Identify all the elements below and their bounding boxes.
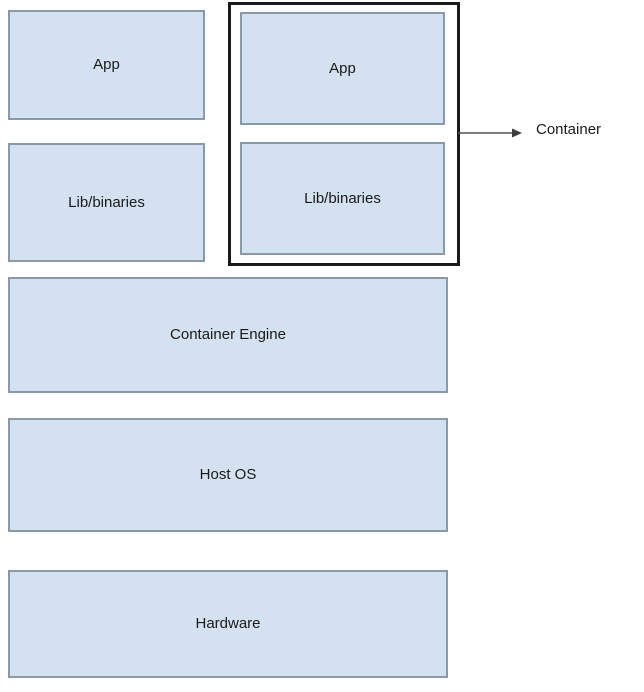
container-annotation-label: Container xyxy=(536,121,602,138)
node-host-os: Host OS xyxy=(8,418,448,532)
node-lib-binaries-left: Lib/binaries xyxy=(8,143,205,262)
node-app-right: App xyxy=(240,12,445,125)
node-hardware: Hardware xyxy=(8,570,448,678)
node-app-left: App xyxy=(8,10,205,120)
arrow-right-icon xyxy=(458,128,522,138)
node-lib-binaries-right: Lib/binaries xyxy=(240,142,445,255)
node-container-engine: Container Engine xyxy=(8,277,448,393)
